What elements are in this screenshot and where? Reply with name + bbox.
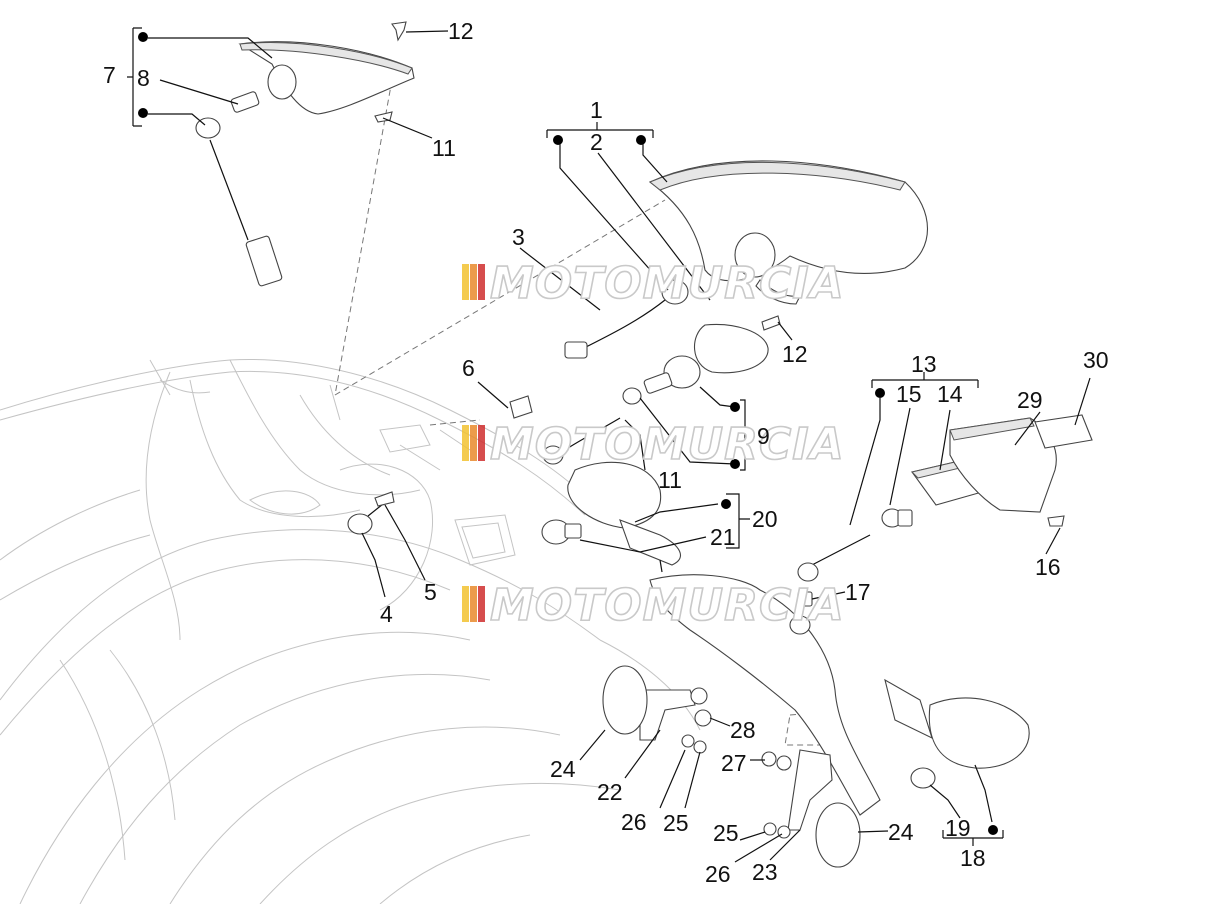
leader-lines	[127, 27, 1091, 863]
scooter-body-outline	[0, 359, 701, 904]
license-lamp-cover-29	[949, 417, 1057, 513]
callout-14: 14	[937, 381, 963, 407]
callout-20: 20	[752, 506, 778, 532]
callout-26-left: 26	[621, 809, 647, 835]
callout-1: 1	[590, 97, 603, 123]
screw-16	[1047, 515, 1065, 527]
callout-4: 4	[380, 601, 393, 627]
front-turn-indicator-lens	[238, 41, 415, 115]
lens-30	[1034, 414, 1093, 449]
callout-18: 18	[960, 845, 986, 871]
callout-labels: 1 2 3 4 5 6 7 8 9 11 11 12 12 13 14 15 1…	[103, 18, 1109, 887]
callout-24-right: 24	[888, 819, 914, 845]
watermark-middle: MOTOMURCIA	[462, 418, 845, 471]
callout-29: 29	[1017, 387, 1043, 413]
callout-28: 28	[730, 717, 756, 743]
bulb-holder-cable-9	[542, 417, 621, 465]
rear-turn-indicator-right-18	[884, 678, 1030, 789]
plate-bracket-23	[787, 749, 861, 868]
callout-25-right: 25	[713, 820, 739, 846]
callout-7: 7	[103, 62, 116, 88]
screw-12-rear	[761, 315, 781, 331]
socket-6	[509, 395, 533, 419]
callout-22: 22	[597, 779, 623, 805]
bullet-markers	[138, 32, 998, 835]
rear-turn-indicator-left-20	[567, 461, 682, 573]
callout-13: 13	[911, 351, 937, 377]
callout-9: 9	[757, 423, 770, 449]
watermark-text: MOTOMURCIA	[490, 580, 845, 631]
watermark-top: MOTOMURCIA	[462, 257, 845, 310]
watermark-text: MOTOMURCIA	[490, 258, 845, 309]
screw-12-top	[391, 21, 407, 42]
callout-19: 19	[945, 815, 971, 841]
callout-24-left: 24	[550, 756, 576, 782]
washers-nuts	[681, 687, 792, 839]
callout-12-rear: 12	[782, 341, 808, 367]
clip-5	[374, 491, 395, 507]
callout-8: 8	[137, 65, 150, 91]
callout-5: 5	[424, 579, 437, 605]
rear-light-unit	[648, 160, 928, 305]
watermark-text: MOTOMURCIA	[490, 419, 845, 470]
watermark-bottom: MOTOMURCIA	[462, 579, 845, 632]
callout-11-top: 11	[432, 135, 456, 161]
callout-17: 17	[845, 579, 871, 605]
rear-indicator-housing-9	[622, 323, 769, 405]
callout-3: 3	[512, 224, 525, 250]
callout-2: 2	[590, 129, 603, 155]
callout-21: 21	[710, 524, 736, 550]
callout-26-right: 26	[705, 861, 731, 887]
callout-6: 6	[462, 355, 475, 381]
bulb-21	[541, 519, 582, 545]
callout-11-middle: 11	[658, 467, 682, 493]
callout-30: 30	[1083, 347, 1109, 373]
indicator-bulb-socket-cable	[195, 91, 283, 287]
license-plate-light-13	[797, 508, 913, 582]
callout-12-top: 12	[448, 18, 474, 44]
callout-23: 23	[752, 859, 778, 885]
callout-16: 16	[1035, 554, 1061, 580]
stop-light-bulb-holder-3	[564, 279, 689, 359]
callout-15: 15	[896, 381, 922, 407]
rear-mudguard-bracket	[649, 574, 881, 816]
callout-25-left: 25	[663, 810, 689, 836]
callout-27: 27	[721, 750, 747, 776]
plate-bracket-22	[602, 665, 696, 741]
